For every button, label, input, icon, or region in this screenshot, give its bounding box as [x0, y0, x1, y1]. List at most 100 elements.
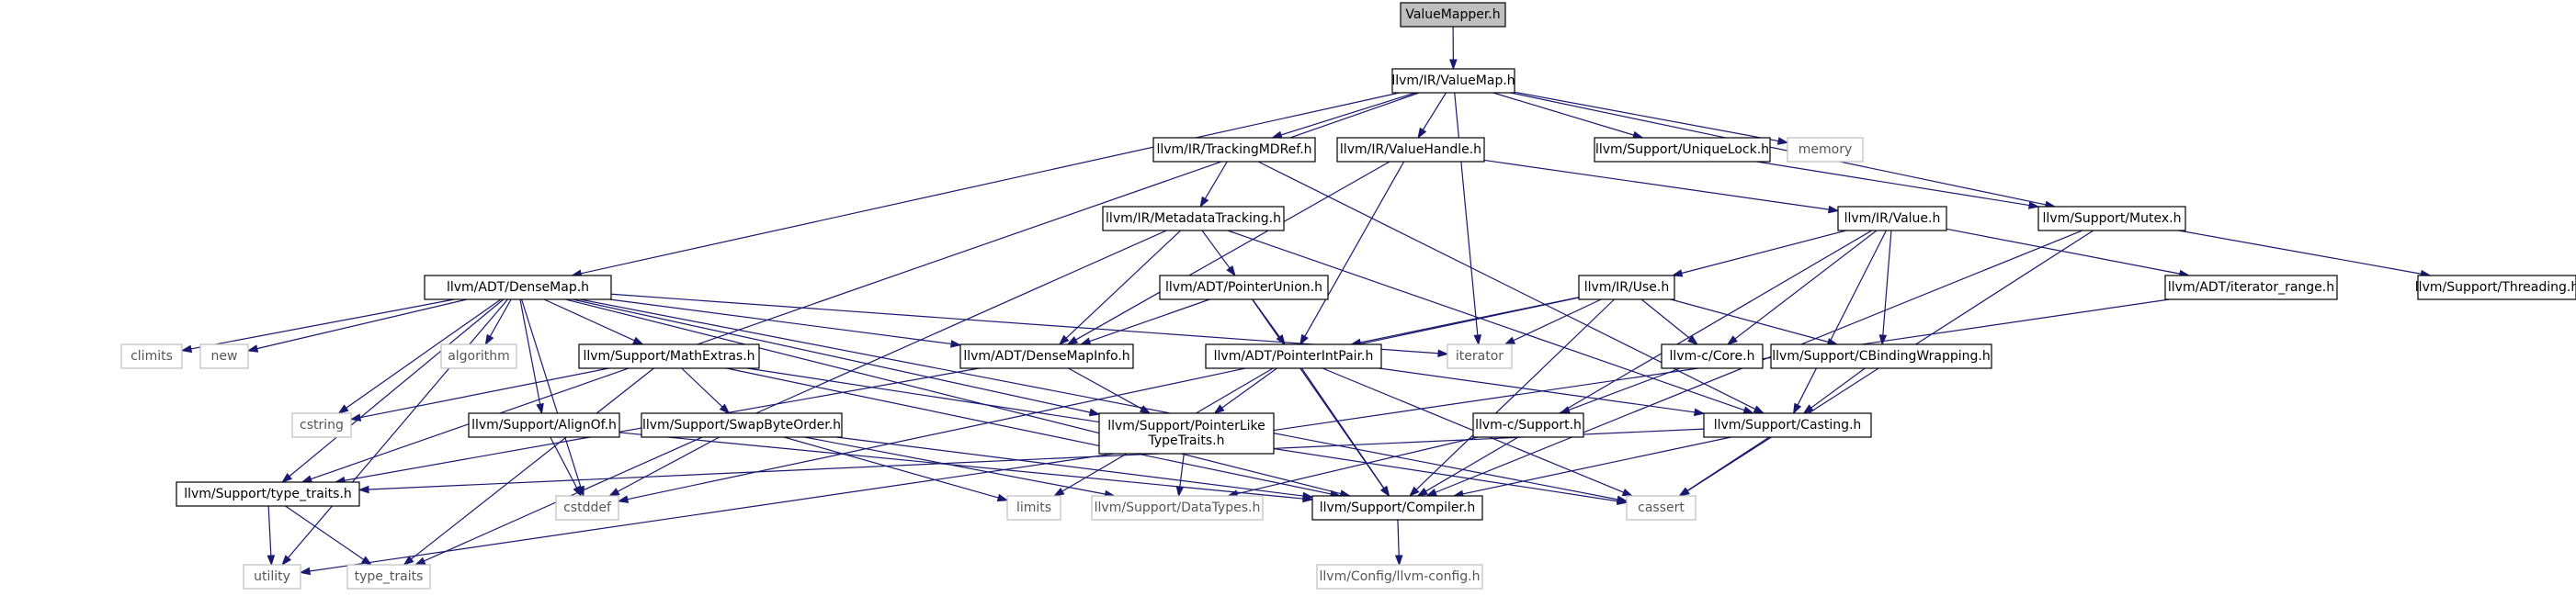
- node-mutex[interactable]: llvm/Support/Mutex.h: [2037, 206, 2186, 231]
- node-box: [1159, 275, 1329, 300]
- edge-line: [1075, 161, 1390, 341]
- node-cstddef: cstddef: [555, 495, 619, 521]
- node-uniquelock[interactable]: llvm/Support/UniqueLock.h: [1594, 137, 1771, 163]
- node-box: [176, 481, 360, 507]
- edge-valuemap-to-memory: [1514, 91, 1789, 145]
- edge-line: [1397, 519, 1400, 557]
- edge-arrowhead: [281, 555, 292, 567]
- edge-line: [1492, 92, 1634, 136]
- node-valuemap[interactable]: llvm/IR/ValueMap.h: [1391, 68, 1515, 94]
- node-swapbyteorder[interactable]: llvm/Support/SwapByteOrder.h: [641, 412, 843, 438]
- edge-line: [1179, 453, 1185, 488]
- edge-line: [424, 230, 1167, 562]
- node-box: [1391, 68, 1515, 94]
- node-vm[interactable]: ValueMapper.h: [1400, 2, 1506, 28]
- node-box: [959, 343, 1134, 369]
- edges-layer: [180, 26, 2432, 576]
- node-cassert: cassert: [1626, 495, 1697, 521]
- node-box: [468, 412, 620, 438]
- edge-arrowhead: [1394, 555, 1403, 567]
- edge-arrowhead: [1299, 333, 1309, 346]
- node-label: llvm/Support/SwapByteOrder.h: [642, 418, 841, 433]
- node-casting[interactable]: llvm/Support/Casting.h: [1703, 412, 1872, 438]
- edge-densemapinfo-to-pointerliketypetraits: [1068, 367, 1152, 414]
- node-threading[interactable]: llvm/Support/Threading.h: [2415, 275, 2576, 300]
- edge-line: [1797, 230, 1887, 406]
- node-valuehandle[interactable]: llvm/IR/ValueHandle.h: [1336, 137, 1485, 163]
- node-label: llvm/Support/Threading.h: [2415, 280, 2576, 295]
- node-trackingmd[interactable]: llvm/IR/TrackingMDRef.h: [1152, 137, 1316, 163]
- edge-valuemap-to-densemap: [570, 92, 1400, 277]
- node-box: [199, 343, 249, 369]
- edge-line: [267, 505, 272, 557]
- edge-arrowhead: [1504, 336, 1516, 345]
- edge-arrowhead: [1437, 349, 1449, 358]
- edge-arrowhead: [349, 413, 362, 422]
- edge-line: [1068, 367, 1142, 410]
- node-mathextras[interactable]: llvm/Support/MathExtras.h: [578, 343, 760, 369]
- node-label: llvm/Support/MathExtras.h: [583, 349, 755, 364]
- node-utility: utility: [243, 564, 301, 590]
- node-irvalue[interactable]: llvm/IR/Value.h: [1837, 206, 1947, 231]
- node-pointerintpair[interactable]: llvm/ADT/PointerIntPair.h: [1205, 343, 1382, 369]
- node-label: llvm/IR/Use.h: [1584, 280, 1669, 295]
- edge-arrowhead: [414, 557, 426, 566]
- edge-line: [1514, 91, 1779, 142]
- node-densemapinfo[interactable]: llvm/ADT/DenseMapInfo.h: [959, 343, 1134, 369]
- edge-arrowhead: [632, 336, 644, 345]
- edge-arrowhead: [484, 333, 494, 346]
- edge-line: [190, 298, 455, 350]
- edge-alignof-to-cstddef: [550, 436, 582, 498]
- edge-valuemap-to-valuehandle: [1417, 92, 1447, 140]
- node-box: [1152, 137, 1316, 163]
- node-cbinding[interactable]: llvm/Support/CBindingWrapping.h: [1770, 343, 1992, 369]
- node-metadatatracking[interactable]: llvm/IR/MetadataTracking.h: [1102, 206, 1285, 231]
- node-csupport[interactable]: llvm-c/Support.h: [1472, 412, 1584, 438]
- node-box: [1006, 495, 1061, 521]
- node-label: llvm/Support/PointerLike: [1107, 419, 1265, 433]
- edge-densemap-to-cstring: [337, 298, 502, 414]
- edge-arrowhead: [281, 472, 293, 483]
- edge-line: [1946, 228, 2181, 275]
- node-iruse[interactable]: llvm/IR/Use.h: [1578, 275, 1675, 300]
- edge-iruse-to-ccore: [1640, 298, 1699, 345]
- node-label: llvm/Support/type_traits.h: [184, 487, 352, 501]
- node-alignof[interactable]: llvm/Support/AlignOf.h: [468, 412, 620, 438]
- node-box: [1626, 495, 1697, 521]
- edge-cbinding-to-casting: [1802, 367, 1866, 414]
- edge-typetraits-to-stdtypetraits: [285, 505, 373, 566]
- node-label: utility: [254, 569, 290, 584]
- edge-densemap-to-new: [246, 298, 468, 353]
- edge-arrowhead: [1417, 127, 1427, 140]
- edge-iruse-to-iterator: [1504, 298, 1602, 345]
- edge-arrowhead: [536, 402, 544, 415]
- node-pointerunion[interactable]: llvm/ADT/PointerUnion.h: [1159, 275, 1329, 300]
- node-box: [1447, 343, 1513, 369]
- edge-arrowhead: [1408, 486, 1420, 498]
- node-iteratorrange[interactable]: llvm/ADT/iterator_range.h: [2164, 275, 2338, 300]
- node-typetraits[interactable]: llvm/Support/type_traits.h: [176, 481, 360, 507]
- edge-arrowhead: [1052, 487, 1065, 497]
- edge-line: [1681, 230, 1847, 275]
- node-box: [1336, 137, 1485, 163]
- node-box: [1205, 343, 1382, 369]
- node-densemap[interactable]: llvm/ADT/DenseMap.h: [424, 275, 612, 300]
- node-box: [1837, 206, 1947, 231]
- node-box: [1578, 275, 1675, 300]
- edge-arrowhead: [1878, 334, 1888, 346]
- edge-line: [1280, 92, 1416, 136]
- node-ccore[interactable]: llvm-c/Core.h: [1661, 343, 1764, 369]
- edge-mathextras-to-cstring: [349, 367, 609, 422]
- node-compiler[interactable]: llvm/Support/Compiler.h: [1311, 495, 1483, 521]
- node-label: TypeTraits.h: [1148, 433, 1225, 448]
- node-box: [555, 495, 619, 521]
- node-label: new: [211, 349, 238, 364]
- node-label: ValueMapper.h: [1405, 7, 1500, 22]
- edge-arrowhead: [1302, 491, 1314, 500]
- edge-irvalue-to-casting: [1792, 230, 1887, 415]
- edge-line: [1734, 230, 1878, 340]
- node-label: llvm/Config/llvm-config.h: [1320, 569, 1481, 584]
- node-label: llvm/ADT/DenseMap.h: [447, 280, 589, 295]
